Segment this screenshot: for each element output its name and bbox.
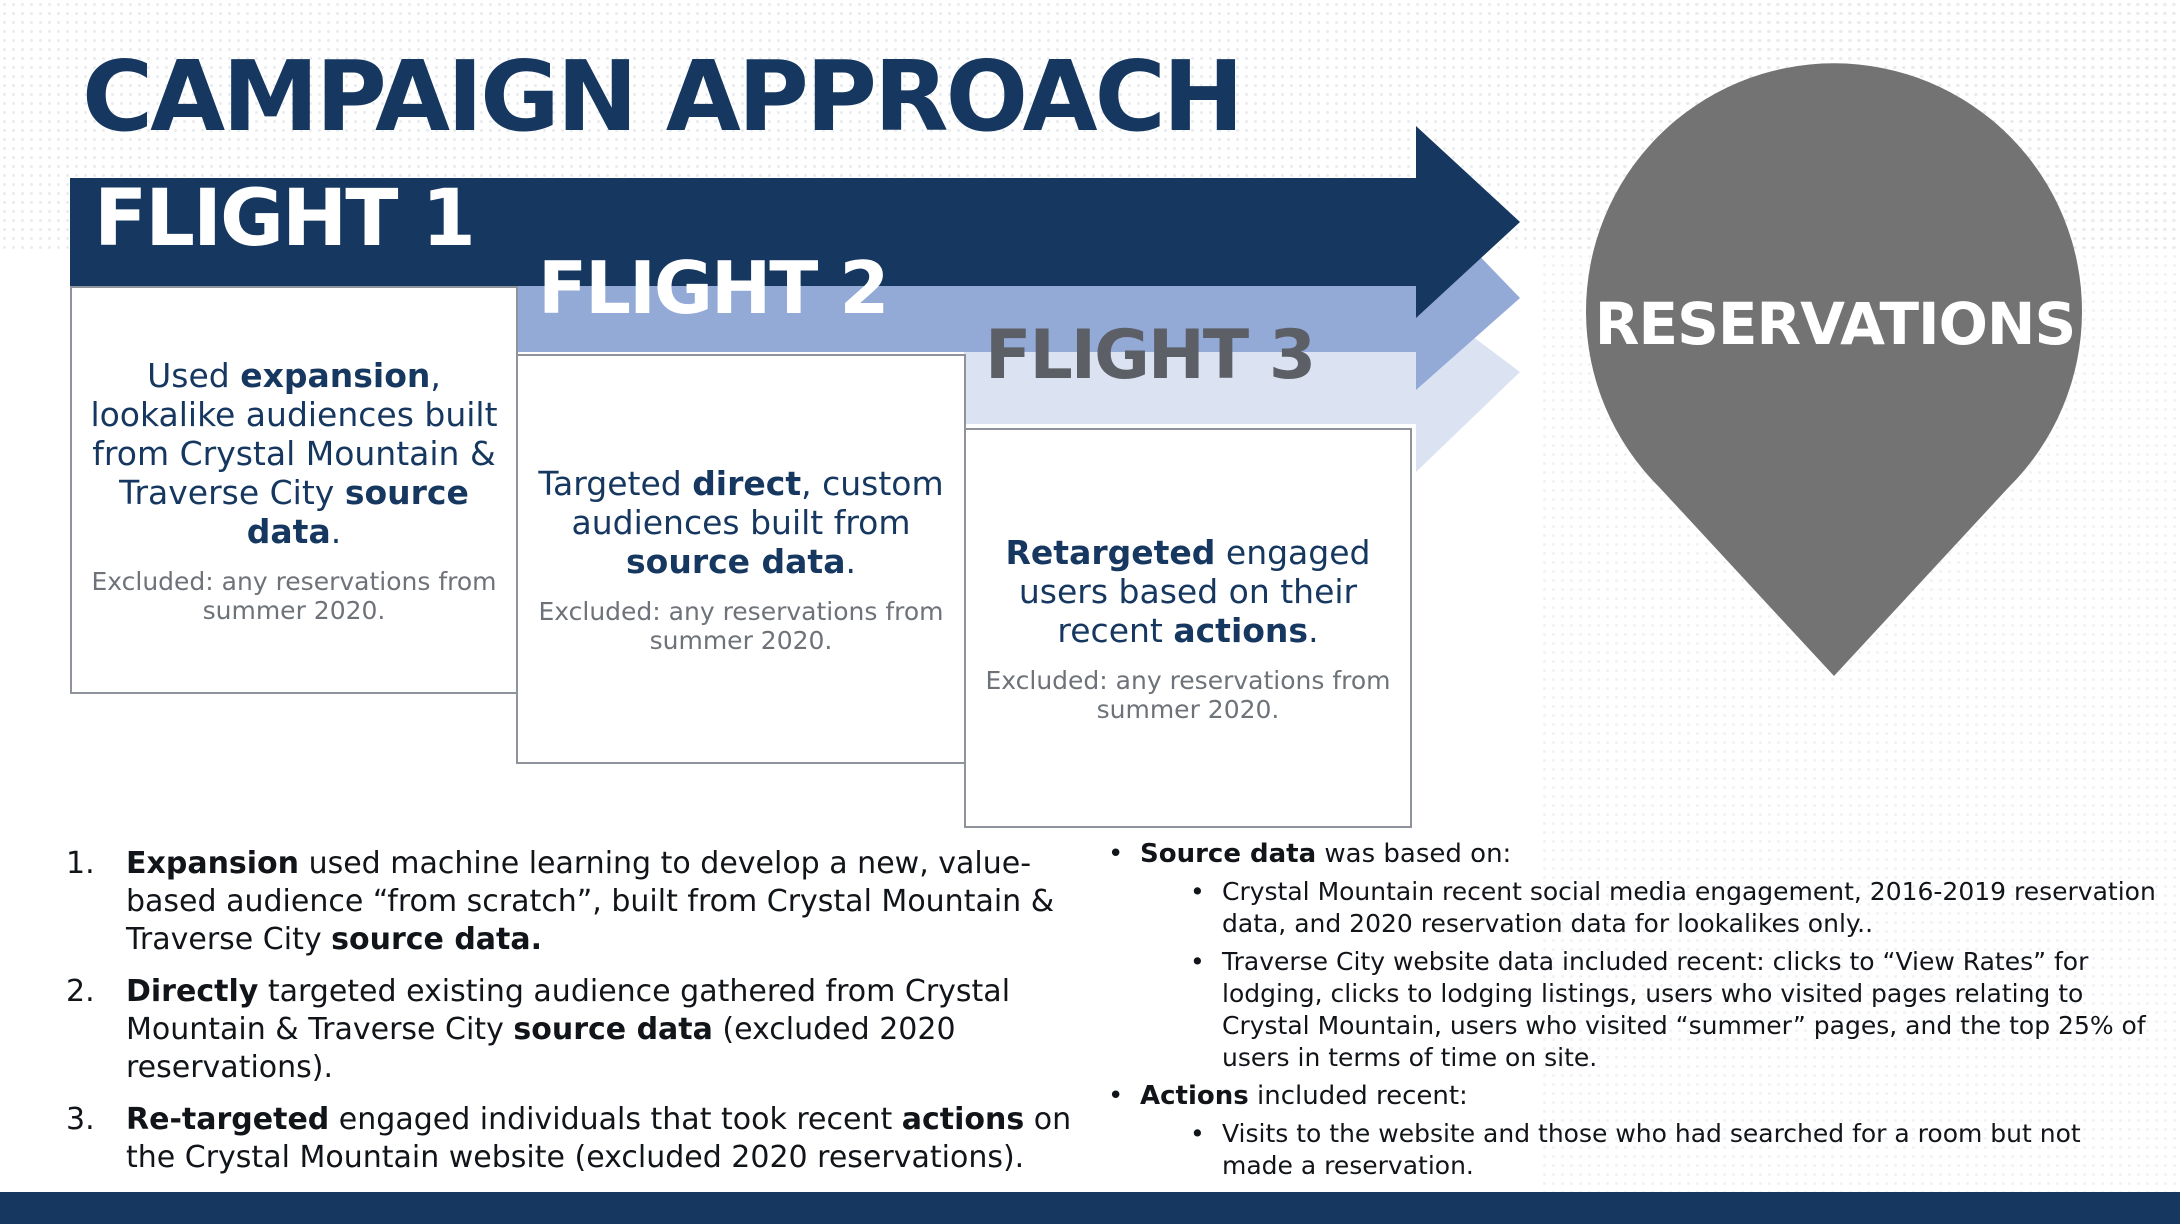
flight-1-label: FLIGHT 1 xyxy=(94,174,476,264)
flight-3-label: FLIGHT 3 xyxy=(985,316,1316,395)
flight-2-excluded: Excluded: any reservations from summer 2… xyxy=(538,596,944,655)
sub-bullet-item: Visits to the website and those who had … xyxy=(1106,1118,2156,1182)
flight-1-description: Used expansion, lookalike audiences buil… xyxy=(90,355,498,551)
bullet-item: Source data was based on: xyxy=(1106,838,2156,870)
flight-1-excluded: Excluded: any reservations from summer 2… xyxy=(91,566,497,625)
flight-1-arrow xyxy=(70,126,1520,318)
flight-arrows xyxy=(70,63,2082,676)
list-item: 1. Expansion used machine learning to de… xyxy=(66,845,1076,959)
bullet-item: Actions included recent: xyxy=(1106,1080,2156,1112)
reservations-pin xyxy=(1585,63,2082,676)
flight-2-card: Targeted direct, custom audiences built … xyxy=(516,354,966,764)
list-number: 2. xyxy=(66,974,95,1009)
reservations-label: RESERVATIONS xyxy=(1594,290,2076,358)
list-number: 1. xyxy=(66,846,95,881)
list-number: 3. xyxy=(66,1102,95,1137)
flight-3-card: Retargeted engaged users based on their … xyxy=(964,428,1412,828)
list-text: Directly targeted existing audience gath… xyxy=(126,974,1011,1085)
list-text: Re-targeted engaged individuals that too… xyxy=(126,1102,1072,1175)
flight-3-description: Retargeted engaged users based on their … xyxy=(1005,532,1371,650)
sub-bullet-item: Crystal Mountain recent social media eng… xyxy=(1106,876,2156,940)
bullet-list: Source data was based on: Crystal Mounta… xyxy=(1106,838,2156,1188)
numbered-list: 1. Expansion used machine learning to de… xyxy=(66,845,1076,1191)
flight-3-arrow xyxy=(964,294,1520,472)
flight-3-excluded: Excluded: any reservations from summer 2… xyxy=(985,665,1391,724)
list-text: Expansion used machine learning to devel… xyxy=(126,846,1055,957)
flight-2-arrow xyxy=(516,190,1520,390)
flight-2-label: FLIGHT 2 xyxy=(538,246,889,330)
footer-bar xyxy=(0,1192,2180,1224)
page-title: CAMPAIGN APPROACH xyxy=(82,40,1244,153)
sub-bullet-item: Traverse City website data included rece… xyxy=(1106,946,2156,1074)
flight-2-description: Targeted direct, custom audiences built … xyxy=(538,463,944,581)
list-item: 3. Re-targeted engaged individuals that … xyxy=(66,1101,1076,1177)
list-item: 2. Directly targeted existing audience g… xyxy=(66,973,1076,1087)
flight-1-card: Used expansion, lookalike audiences buil… xyxy=(70,286,518,694)
